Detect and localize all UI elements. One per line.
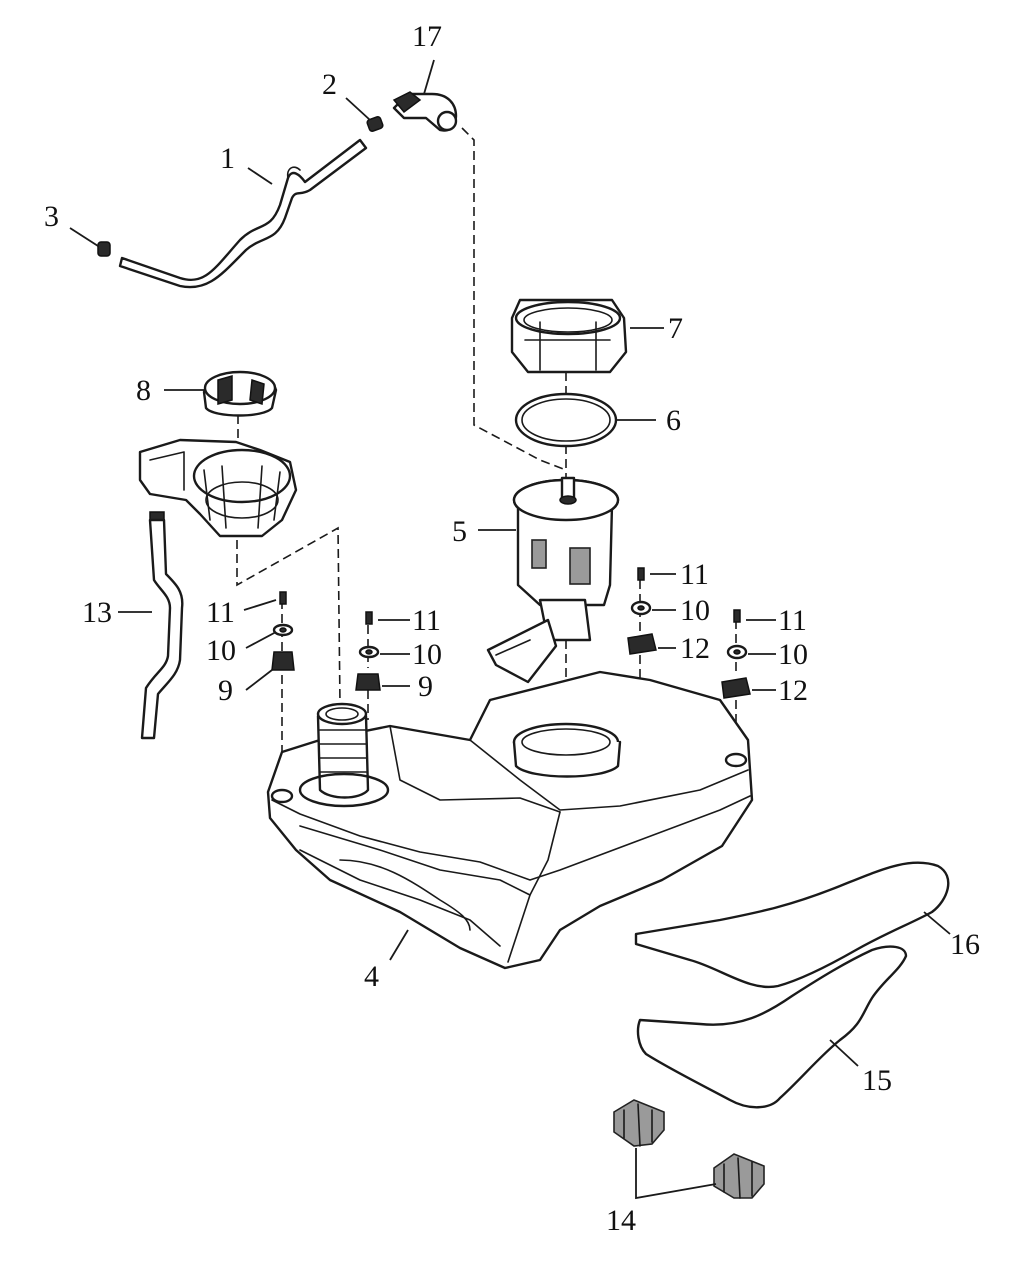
rubber-mount-1	[613, 1099, 665, 1147]
hose-clip-2	[366, 116, 384, 132]
pump-lock-ring	[510, 298, 628, 374]
rubber-mount-2	[713, 1153, 765, 1199]
callout-2: 2	[322, 68, 337, 101]
fuel-pump-assembly	[486, 476, 620, 684]
fastener-stack-mid	[355, 611, 381, 691]
tank-pad-16	[634, 861, 950, 989]
callout-7: 7	[668, 312, 683, 345]
hose-clip-3	[97, 241, 111, 257]
elbow-fitting	[392, 91, 458, 132]
callout-labels: 1 2 3 4 5 6 7 8 9 9 10 10 10 10 11 11 11…	[44, 20, 980, 1237]
callout-13: 13	[82, 596, 112, 629]
callout-11-left: 11	[206, 596, 235, 629]
callout-6: 6	[666, 404, 681, 437]
callout-9-mid: 9	[418, 670, 433, 703]
drain-hose	[140, 518, 184, 740]
callout-11-right1: 11	[680, 558, 709, 591]
fastener-stack-left	[271, 591, 295, 671]
callout-11-mid: 11	[412, 604, 441, 637]
callout-10-left: 10	[206, 634, 236, 667]
filler-neck-housing	[138, 438, 298, 538]
callout-9-left: 9	[218, 674, 233, 707]
callout-17: 17	[412, 20, 442, 53]
assembly-lines	[236, 127, 737, 770]
callout-8: 8	[136, 374, 151, 407]
callout-3: 3	[44, 200, 59, 233]
tank-pad-15	[636, 945, 908, 1109]
fastener-stack-right-1	[627, 567, 657, 655]
callout-16: 16	[950, 928, 980, 961]
callout-15: 15	[862, 1064, 892, 1097]
callout-11-right2: 11	[778, 604, 807, 637]
callout-14: 14	[606, 1204, 636, 1237]
leader-lines	[69, 59, 951, 1200]
callout-10-right1: 10	[680, 594, 710, 627]
callout-12-right2: 12	[778, 674, 808, 707]
fastener-stack-right-2	[721, 609, 751, 699]
callout-4: 4	[364, 960, 379, 993]
callout-10-right2: 10	[778, 638, 808, 671]
breather-hose	[118, 138, 368, 289]
callout-5: 5	[452, 515, 467, 548]
callout-10-mid: 10	[412, 638, 442, 671]
callout-1: 1	[220, 142, 235, 175]
fuel-cap	[202, 370, 278, 417]
fuel-tank	[266, 670, 754, 970]
pump-o-ring	[514, 392, 618, 448]
callout-12-right1: 12	[680, 632, 710, 665]
